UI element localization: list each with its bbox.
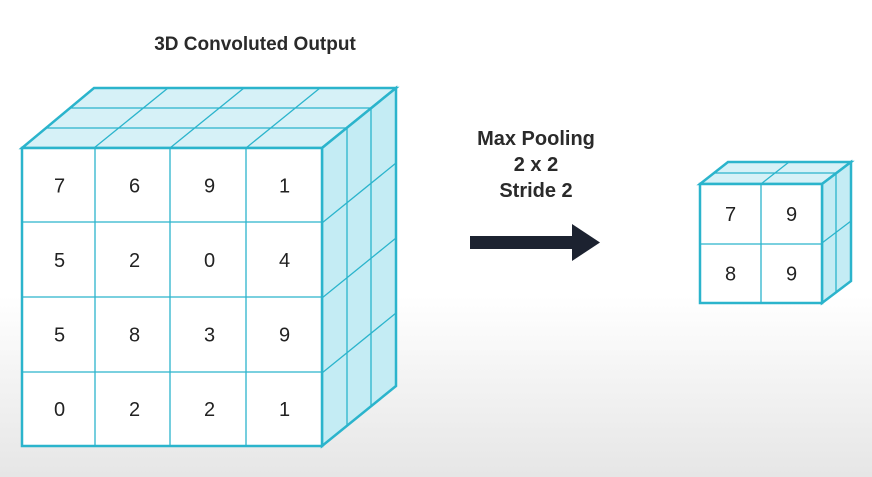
output-cell-0-1: 9: [786, 204, 797, 226]
output-cube-front-grid: [700, 184, 822, 303]
input-cube: [18, 85, 400, 449]
input-cell-0-1: 6: [129, 175, 140, 197]
input-cell-2-3: 9: [279, 324, 290, 346]
input-cell-2-2: 3: [204, 324, 215, 346]
arrow-icon: [470, 224, 600, 261]
input-cube-top-grid: [46, 87, 371, 149]
input-cell-1-2: 0: [204, 250, 215, 272]
input-cell-3-2: 2: [204, 399, 215, 421]
output-cell-1-0: 8: [725, 263, 736, 285]
output-cell-1-1: 9: [786, 263, 797, 285]
output-cube-top-grid: [714, 161, 836, 185]
input-cube-front-grid: [22, 148, 322, 446]
input-values: 7 6 9 1 5 2 0 4 5 8 3 9 0 2 2 1: [54, 175, 290, 421]
operation-label: Max Pooling 2 x 2 Stride 2: [446, 126, 626, 204]
input-cell-1-0: 5: [54, 250, 65, 272]
input-cell-3-0: 0: [54, 399, 65, 421]
input-cell-0-0: 7: [54, 175, 65, 197]
input-cube-side-grid: [321, 108, 397, 426]
output-cell-0-0: 7: [725, 204, 736, 226]
output-cube: [696, 159, 855, 306]
stride: Stride 2: [499, 180, 573, 202]
output-values: 7 9 8 9: [725, 204, 797, 286]
diagram-title: 3D Convoluted Output: [154, 34, 356, 55]
pool-size: 2 x 2: [513, 154, 559, 176]
input-cube-side-face: [320, 85, 398, 449]
output-cube-side-grid: [821, 173, 852, 292]
input-cell-3-3: 1: [279, 399, 290, 421]
input-cell-0-2: 9: [204, 175, 215, 197]
input-cell-3-1: 2: [129, 399, 140, 421]
input-cell-1-1: 2: [129, 250, 140, 272]
input-cell-2-1: 8: [129, 324, 140, 346]
input-cell-1-3: 4: [279, 250, 290, 272]
input-cell-0-3: 1: [279, 175, 290, 197]
input-cell-2-0: 5: [54, 324, 65, 346]
operation-name: Max Pooling: [477, 128, 595, 150]
